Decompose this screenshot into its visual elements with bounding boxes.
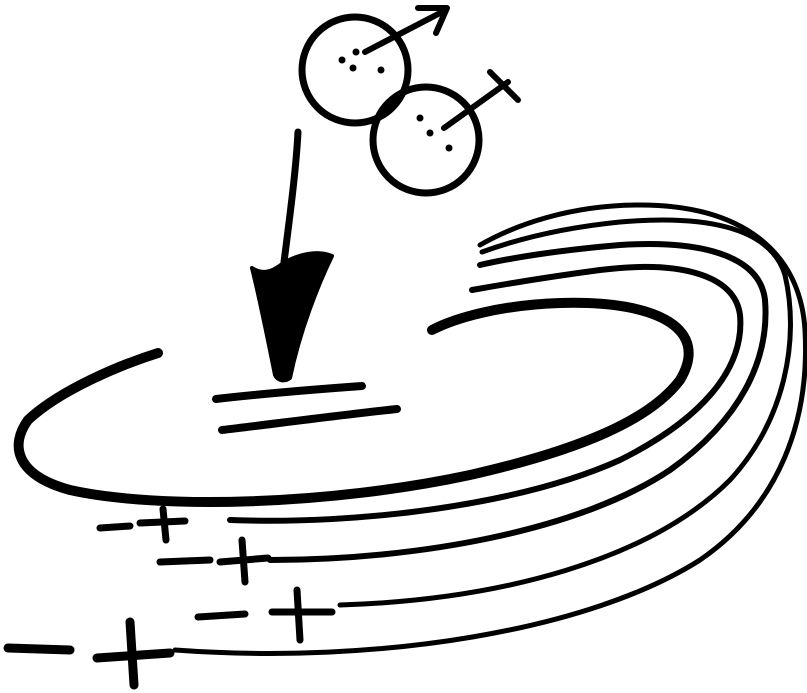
charge-positive bbox=[97, 622, 170, 685]
charge-positive bbox=[220, 540, 268, 582]
cross-symbol-icon bbox=[444, 72, 518, 128]
swirl-lines bbox=[19, 205, 806, 653]
equals-sign bbox=[216, 386, 397, 430]
large-down-arrow-icon bbox=[252, 132, 332, 380]
particle-lower-circle bbox=[373, 87, 479, 193]
particle-upper-dots bbox=[339, 49, 385, 74]
charge-positive bbox=[272, 590, 332, 640]
arrow-head bbox=[252, 253, 332, 380]
particle-lower bbox=[373, 72, 518, 193]
male-symbol-arrow-icon bbox=[365, 8, 447, 52]
equals-bar-bottom bbox=[222, 409, 397, 430]
particle-lower-dots bbox=[417, 115, 453, 152]
charge-signs bbox=[8, 509, 332, 685]
charge-positive bbox=[140, 509, 185, 540]
equals-bar-top bbox=[216, 386, 362, 399]
arrow-shaft bbox=[284, 132, 298, 262]
charge-negative bbox=[8, 648, 70, 650]
charge-negative bbox=[198, 614, 245, 617]
charge-negative bbox=[160, 560, 210, 562]
particle-upper bbox=[302, 8, 447, 123]
charge-negative bbox=[100, 526, 130, 528]
